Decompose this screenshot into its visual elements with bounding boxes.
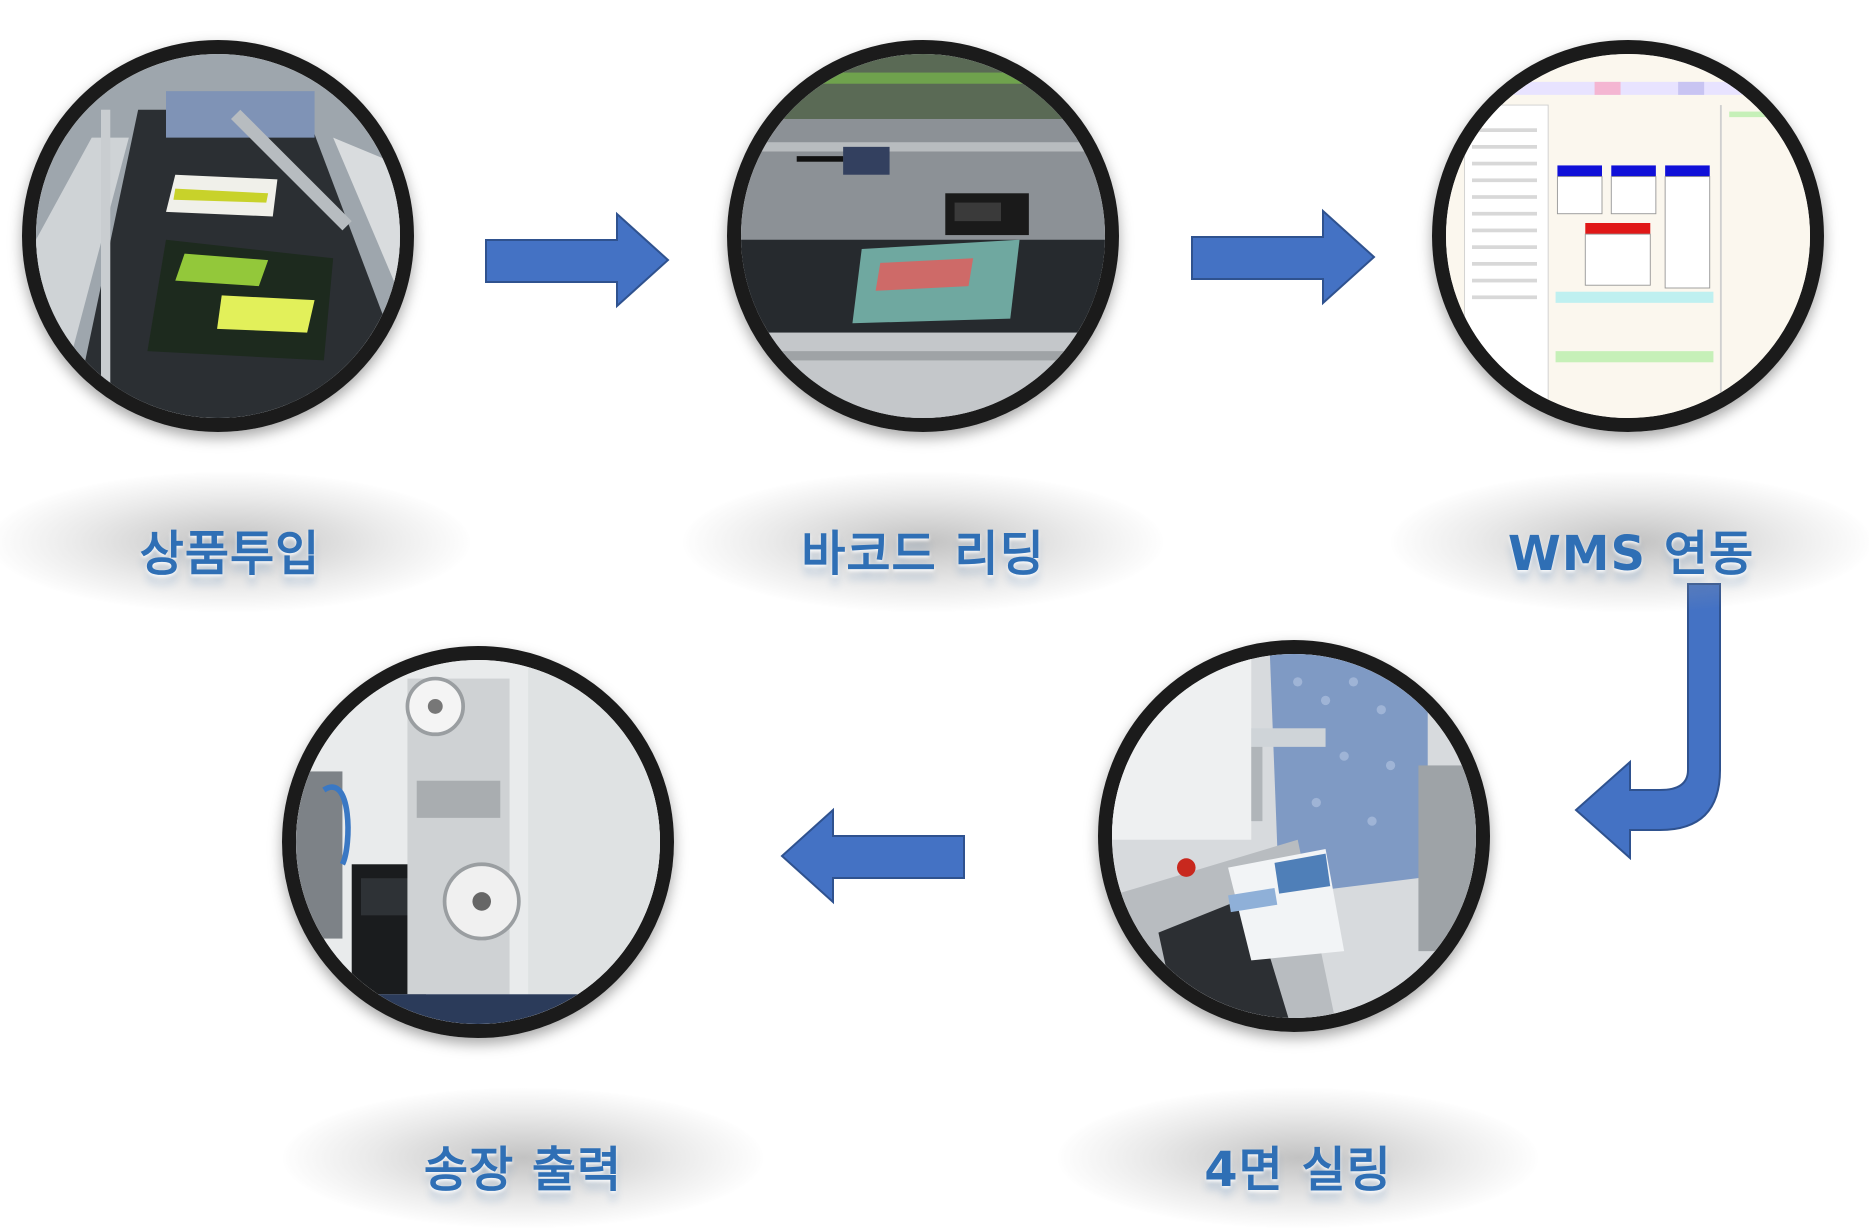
step-photo-barcode-reading (727, 40, 1119, 432)
step-photo-product-input (22, 40, 414, 432)
step-photo-invoice-print (282, 646, 674, 1038)
label-glow-four-side-sealing (1058, 1088, 1538, 1228)
label-glow-invoice-print (283, 1088, 763, 1228)
arrow-curved-down-left-icon (1574, 583, 1721, 860)
step-label-four-side-sealing: 4면 실링 (1204, 1142, 1392, 1198)
label-glow-wms-link (1391, 472, 1869, 612)
step-photo-four-side-sealing (1098, 640, 1490, 1032)
arrow-left-icon (780, 807, 965, 905)
step-label-invoice-print: 송장 출력 (423, 1142, 623, 1198)
step-label-wms-link: WMS 연동 (1507, 526, 1755, 582)
step-label-product-input: 상품투입 (139, 526, 321, 582)
arrow-right-1-icon (485, 211, 670, 309)
arrow-right-2-icon (1191, 208, 1376, 306)
step-photo-wms-link (1432, 40, 1824, 432)
step-label-barcode-reading: 바코드 리딩 (801, 526, 1045, 582)
label-glow-product-input (0, 472, 470, 612)
label-glow-barcode-reading (683, 472, 1163, 612)
